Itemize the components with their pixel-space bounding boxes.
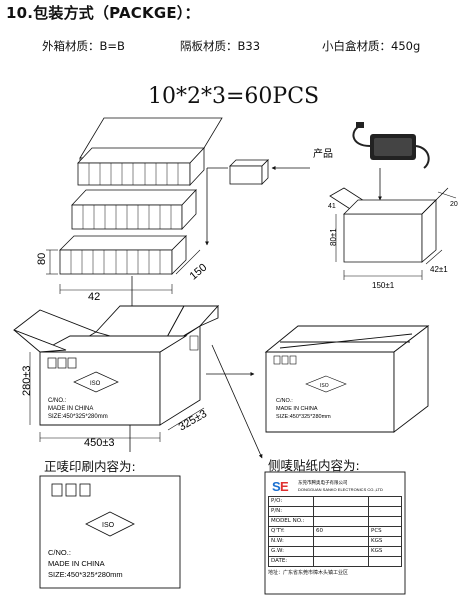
box-row-2 (71, 188, 197, 231)
label-row: G.W:KGS (268, 546, 402, 557)
sbox-depth-label: 42±1 (430, 265, 448, 274)
company-name-en: DONGGUAN SANKO ELECTRONICS CO.,LTD (298, 487, 383, 492)
svg-text:E: E (280, 479, 289, 494)
front-iso-logo: ISO (102, 522, 115, 529)
closed-carton-iso-logo: ISO (320, 383, 329, 389)
label-row: N.W:KGS (268, 536, 402, 547)
quantity-formula: 10*2*3=60PCS (148, 84, 320, 109)
carton-dimensions (29, 352, 205, 442)
closed-carton-size: SIZE:450*325*280mm (276, 414, 331, 420)
side-label-leader (211, 344, 263, 459)
box-row-1 (77, 146, 205, 187)
company-name-cn: 东莞市腾奥电子有限公司 (298, 479, 348, 486)
closed-carton-cno: C/NO.: (276, 398, 293, 404)
sbox-height-label: 80±1 (329, 228, 338, 246)
front-size: SIZE:450*325*280mm (48, 570, 123, 579)
label-row: MODEL NO.: (268, 516, 402, 527)
front-print-panel (39, 475, 181, 589)
company-address: 地址：广东省东莞市樟木头镇工业区 (268, 570, 349, 576)
outer-box-material: 外箱材质：B=B (42, 39, 125, 53)
carton-side-label-mark (189, 335, 199, 351)
small-box-material: 小白盒材质：450g (322, 39, 421, 53)
sbox-flap-a-label: 41 (328, 203, 336, 210)
carton-cno: C/NO.: (48, 398, 67, 404)
closed-carton-markings (273, 355, 347, 393)
carton-width-label: 450±3 (84, 437, 115, 449)
carton-size: SIZE:450*325*280mm (48, 414, 108, 420)
front-print-icons (51, 483, 135, 537)
small-white-box (329, 187, 449, 263)
closed-carton-made: MADE IN CHINA (276, 406, 318, 412)
stack-width-label: 42 (88, 291, 100, 303)
carton-made: MADE IN CHINA (48, 406, 93, 412)
stack-dimensions (46, 249, 201, 294)
label-row: P/O: (268, 496, 402, 507)
company-logo: S E (272, 478, 292, 494)
closed-carton (264, 325, 430, 433)
power-adapter-icon (352, 122, 430, 169)
label-row: P/N: (268, 506, 402, 517)
product-label: 产品 (313, 147, 333, 160)
divider-material: 隔板材质：B33 (180, 39, 261, 53)
label-row: DATE: (268, 556, 402, 567)
sbox-flap-b-label: 20 (450, 201, 458, 208)
stack-height-label: 80 (36, 253, 48, 265)
carton-front-icons (47, 357, 119, 393)
sbox-width-label: 150±1 (372, 281, 395, 290)
front-made: MADE IN CHINA (48, 559, 105, 568)
carton-iso-logo: ISO (90, 381, 101, 387)
side-label-caption: 侧唛贴纸内容为: (268, 458, 360, 473)
svg-text:S: S (272, 479, 281, 494)
front-print-caption: 正唛印刷内容为: (44, 459, 136, 474)
front-cno: C/NO.: (48, 548, 71, 557)
box-row-3 (59, 235, 187, 275)
open-carton (13, 304, 220, 426)
carton-height-label: 280±3 (21, 365, 33, 396)
section-title: 10.包装方式（PACKGE）： (6, 4, 200, 22)
stack-depth-label: 150 (188, 262, 210, 283)
single-small-box (229, 159, 269, 185)
sbox-dimensions (335, 191, 457, 280)
